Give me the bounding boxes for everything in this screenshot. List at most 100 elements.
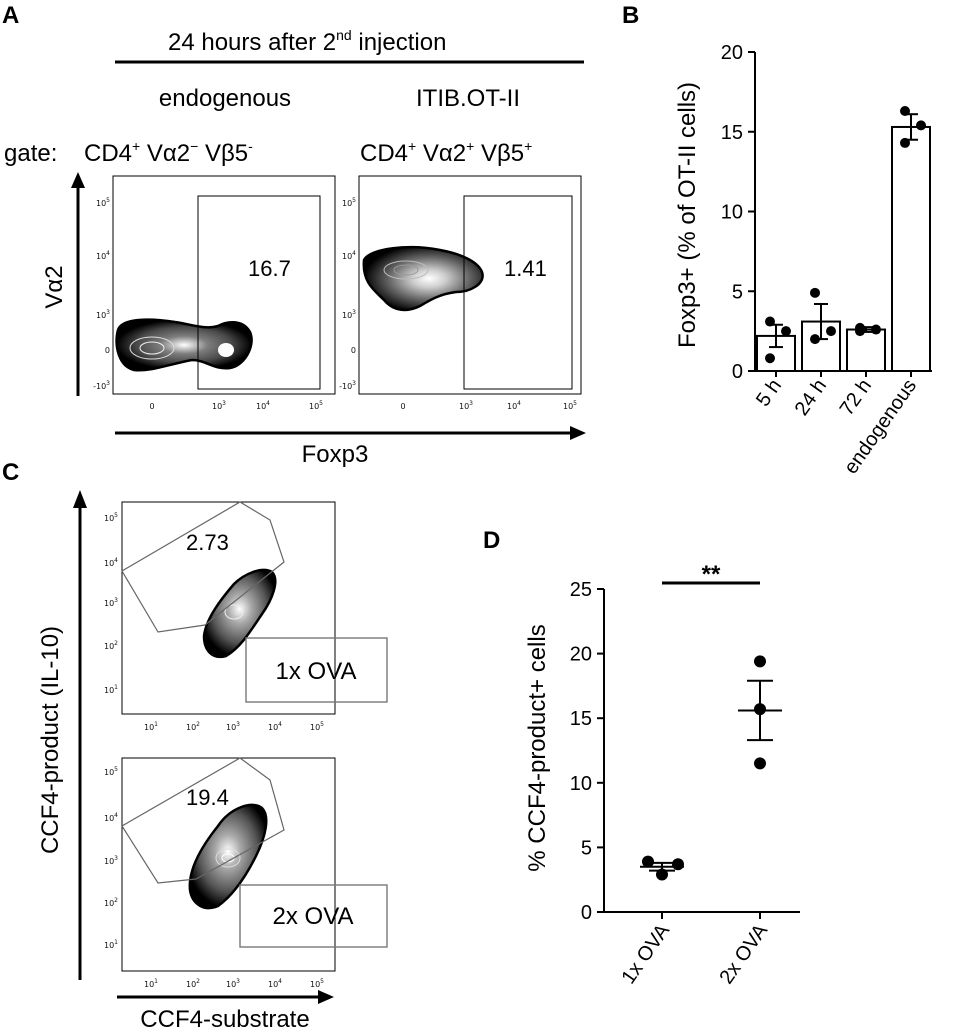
- flow-x-tick: 105: [310, 721, 324, 732]
- gate-value-2x-ova: 19.4: [186, 785, 229, 810]
- panel-c-x-axis-label: CCF4-substrate: [140, 1006, 309, 1032]
- flow-x-tick: 104: [268, 978, 282, 989]
- chart-b-bar: [891, 125, 931, 372]
- gate-endogenous: [197, 195, 321, 390]
- flow-population-1x-ova: [202, 568, 277, 659]
- chart-b-data-point: [810, 334, 820, 345]
- chart-d-x-tick-label: 1x OVA: [617, 920, 674, 988]
- panel-a-y-arrowhead: [71, 172, 85, 188]
- panel-a-y-axis-label: Vα2: [41, 265, 68, 308]
- condition-box-1x-ova: [245, 637, 388, 703]
- panel-a-col-right: ITIB.OT-II: [416, 85, 520, 112]
- panel-a-x-axis-label: Foxp3: [302, 441, 369, 468]
- chart-b-data-point: [900, 106, 910, 117]
- condition-box-2x-ova: [239, 884, 388, 948]
- flow-x-tick: 103: [226, 721, 240, 732]
- chart-d-data-point: [754, 703, 766, 716]
- chart-b-data-point: [765, 353, 775, 364]
- flow-y-tick: 104: [96, 250, 110, 261]
- flow-y-tick: 101: [104, 684, 118, 695]
- flow-x-tick: 103: [459, 400, 473, 411]
- chart-d-y-axis-label: % CCF4-product+ cells: [524, 624, 551, 871]
- chart-b-y-tick-label: 20: [721, 42, 743, 64]
- gate-2x-ova: [121, 757, 285, 884]
- chart-d-x-tick-label: 2x OVA: [715, 920, 772, 988]
- flow-x-tick: 101: [144, 721, 158, 732]
- panel-c-x-arrowhead: [318, 990, 334, 1004]
- panel-a-x-arrowhead: [570, 426, 586, 440]
- flow-x-tick: 0: [400, 402, 405, 411]
- chart-b-bar: [846, 328, 886, 372]
- chart-b-data-point: [781, 326, 791, 337]
- gate-1x-ova: [121, 501, 285, 633]
- flow-y-tick: 101: [104, 939, 118, 950]
- flow-x-tick: 104: [268, 721, 282, 732]
- flow-y-tick: 105: [104, 766, 118, 777]
- chart-d-data-point: [642, 855, 654, 868]
- chart-d-y-tick-label: 25: [570, 579, 592, 601]
- chart-b-data-point: [810, 287, 820, 298]
- panel-label-b: B: [622, 2, 639, 29]
- gate-value-endogenous: 16.7: [248, 256, 291, 281]
- panel-a-col-left: endogenous: [159, 85, 291, 112]
- flow-y-tick: 104: [342, 250, 356, 261]
- flow-y-tick: 0: [351, 346, 356, 355]
- chart-b-data-point: [826, 326, 836, 337]
- chart-b-y-axis-label: Foxp3+ (% of OT-II cells): [674, 82, 701, 348]
- panel-label-a: A: [2, 2, 19, 29]
- flow-y-tick: 103: [96, 309, 110, 320]
- condition-label-1x-ova: 1x OVA: [276, 658, 357, 685]
- panel-a-gate-left: CD4+ Vα2− Vβ5-: [84, 138, 253, 167]
- flow-x-tick: 102: [186, 721, 200, 732]
- chart-b-data-point: [855, 326, 865, 337]
- flow-x-tick: 105: [310, 978, 324, 989]
- flow-x-tick: 102: [186, 978, 200, 989]
- flow-y-tick: 103: [104, 597, 118, 608]
- chart-b-data-point: [916, 120, 926, 131]
- chart-d-data-point: [672, 858, 684, 871]
- chart-d-significance-label: **: [702, 561, 721, 588]
- flow-y-tick: 104: [104, 812, 118, 823]
- flow-y-tick: 105: [104, 512, 118, 523]
- gate-value-1x-ova: 2.73: [186, 530, 229, 555]
- chart-b-data-point: [765, 316, 775, 327]
- panel-c-flow-ticks: 105 104 103 102 101 101 102 103 104 105 105 104 103 1…: [104, 512, 324, 989]
- chart-d-y-tick-label: 20: [570, 644, 592, 666]
- chart-d-y-tick-label: 0: [581, 902, 592, 924]
- flow-x-tick: 104: [256, 400, 270, 411]
- flow-population-itib: [362, 245, 484, 312]
- chart-d-y-tick-label: 10: [570, 773, 592, 795]
- panel-label-d: D: [483, 527, 500, 554]
- flow-x-tick: 103: [212, 400, 226, 411]
- panel-a-gate-right: CD4+ Vα2+ Vβ5+: [360, 138, 532, 167]
- chart-b-y-tick-label: 10: [721, 202, 743, 224]
- flow-x-tick: 101: [144, 978, 158, 989]
- flow-y-tick: 103: [342, 309, 356, 320]
- flow-y-tick: -103: [93, 380, 110, 391]
- panel-c-y-axis-label: CCF4-product (IL-10): [37, 626, 64, 854]
- flow-y-tick: 102: [104, 897, 118, 908]
- flow-x-tick: 104: [507, 400, 521, 411]
- flow-y-tick: 0: [105, 346, 110, 355]
- chart-b-y-tick-label: 5: [732, 281, 743, 303]
- flow-y-tick: 105: [342, 197, 356, 208]
- flow-y-tick: 104: [104, 557, 118, 568]
- chart-d-data-point: [656, 868, 668, 881]
- chart-d-data-point: [754, 757, 766, 770]
- chart-b-y-tick-label: 0: [732, 361, 743, 383]
- flow-y-tick: 103: [104, 855, 118, 866]
- panel-a-header: 24 hours after 2nd injection: [168, 27, 446, 56]
- chart-d-data-point: [754, 655, 766, 668]
- flow-x-tick: 103: [226, 978, 240, 989]
- chart-d-y-tick-label: 15: [570, 708, 592, 730]
- chart-d: 0 5 10 15 20 25 1x OVA 2x OVA **: [570, 561, 800, 988]
- gate-value-itib: 1.41: [504, 256, 547, 281]
- flow-y-tick: 105: [96, 197, 110, 208]
- chart-d-y-tick-label: 5: [581, 837, 592, 859]
- flow-y-tick: 102: [104, 640, 118, 651]
- flow-y-tick: -103: [339, 380, 356, 391]
- chart-b-y-tick-label: 15: [721, 122, 743, 144]
